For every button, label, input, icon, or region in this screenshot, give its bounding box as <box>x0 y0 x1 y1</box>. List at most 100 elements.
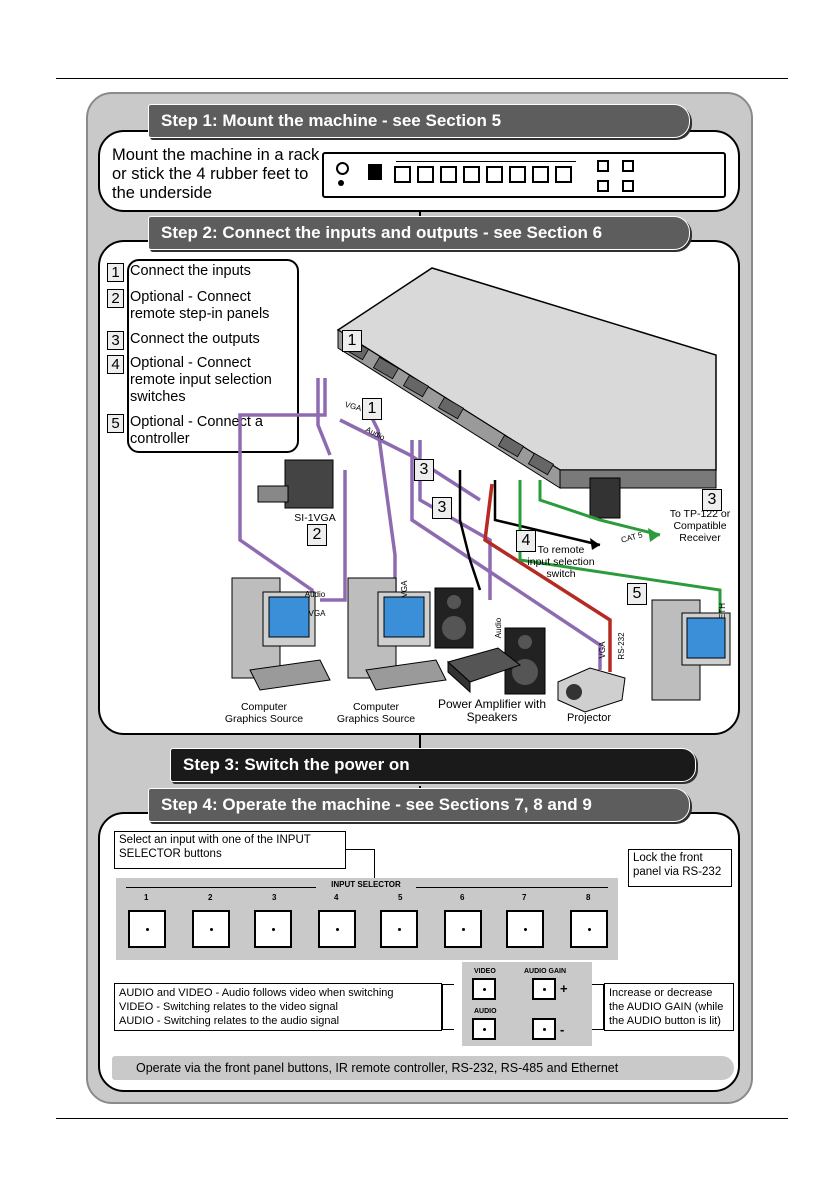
front-panel-illustration <box>322 152 726 198</box>
gain-up-button[interactable] <box>532 978 556 1000</box>
input-selector-panel: INPUT SELECTOR 1 2 3 4 5 6 7 8 <box>116 878 618 960</box>
speakers-amp <box>434 587 546 695</box>
input-selector-title: INPUT SELECTOR <box>316 880 416 889</box>
kramer-logo-icon <box>368 164 382 180</box>
audio-button[interactable] <box>472 1018 496 1040</box>
input-2-button[interactable] <box>192 910 230 948</box>
lock-panel-hint: Lock the front panel via RS-232 <box>628 849 732 887</box>
input-number: 2 <box>208 893 213 902</box>
callout-3: 3 <box>414 459 434 481</box>
input-3-button[interactable] <box>254 910 292 948</box>
input-number: 6 <box>460 893 465 902</box>
hint-leader <box>374 849 375 879</box>
audio-gain-explanation: Increase or decrease the AUDIO GAIN (whi… <box>604 983 734 1031</box>
bracket-left <box>442 984 454 1030</box>
mini-button <box>532 166 549 183</box>
bottom-rule <box>56 1118 788 1119</box>
si-1vga-label: SI-1VGA <box>294 512 336 524</box>
power-socket-icon <box>589 477 621 519</box>
mini-button <box>440 166 457 183</box>
power-led-icon <box>338 180 344 186</box>
input-number: 1 <box>144 893 149 902</box>
vga-cable-label: VGA <box>598 641 607 659</box>
gain-down-button[interactable] <box>532 1018 556 1040</box>
plus-sign: + <box>560 981 568 996</box>
callout-4: 4 <box>516 530 536 552</box>
computer-3 <box>651 599 731 701</box>
rs232-cable-label: RS-232 <box>617 632 626 660</box>
audio-gain-label: AUDIO GAIN <box>524 968 566 975</box>
connector-line <box>419 735 421 755</box>
callout-1: 1 <box>362 398 382 420</box>
selector-line <box>396 161 576 162</box>
mini-button <box>555 166 572 183</box>
hint-leader <box>346 849 374 850</box>
remote-switch-label: To remote input selection switch <box>527 544 595 580</box>
input-number: 4 <box>334 893 339 902</box>
input-1-button[interactable] <box>128 910 166 948</box>
select-input-hint: Select an input with one of the INPUT SE… <box>114 831 346 869</box>
mini-button <box>509 166 526 183</box>
video-button[interactable] <box>472 978 496 1000</box>
av-gain-panel: VIDEO AUDIO GAIN + AUDIO - <box>462 962 592 1046</box>
input-number: 3 <box>272 893 277 902</box>
si-1vga-plate <box>284 459 334 509</box>
input-number: 8 <box>586 893 591 902</box>
callout-2: 2 <box>307 524 327 546</box>
bracket-right <box>592 984 604 1030</box>
source-1-label: Computer Graphics Source <box>224 701 304 725</box>
input-7-button[interactable] <box>506 910 544 948</box>
step4-banner: Step 4: Operate the machine - see Sectio… <box>148 788 690 822</box>
step1-banner: Step 1: Mount the machine - see Section … <box>148 104 690 138</box>
mini-button <box>463 166 480 183</box>
input-4-button[interactable] <box>318 910 356 948</box>
mini-button <box>597 180 609 192</box>
operate-methods-footer: Operate via the front panel buttons, IR … <box>112 1056 734 1080</box>
callout-3: 3 <box>432 497 452 519</box>
vga-cable-label: VGA <box>308 609 326 618</box>
vga-connector-icon <box>257 485 289 503</box>
audio-label: AUDIO <box>474 1008 497 1015</box>
video-label: VIDEO <box>474 968 496 975</box>
computer-2 <box>347 577 447 691</box>
audio-cable-label: Audio <box>494 617 503 639</box>
mini-button <box>394 166 411 183</box>
step2-banner: Step 2: Connect the inputs and outputs -… <box>148 216 690 250</box>
projector-label: Projector <box>566 712 612 724</box>
mini-button <box>622 160 634 172</box>
mini-button <box>417 166 434 183</box>
input-6-button[interactable] <box>444 910 482 948</box>
av-line: AUDIO and VIDEO - Audio follows video wh… <box>119 987 394 999</box>
mount-text: Mount the machine in a rack or stick the… <box>112 146 320 202</box>
av-line: VIDEO - Switching relates to the video s… <box>119 1001 338 1013</box>
audio-video-explanation: AUDIO and VIDEO - Audio follows video wh… <box>114 983 442 1031</box>
av-line: AUDIO - Switching relates to the audio s… <box>119 1015 340 1027</box>
eth-cable-label: ETH <box>718 603 727 619</box>
source-2-label: Computer Graphics Source <box>336 701 416 725</box>
mini-button <box>597 160 609 172</box>
tp-receiver-label: To TP-122 or Compatible Receiver <box>669 508 731 544</box>
input-number: 7 <box>522 893 527 902</box>
mini-button <box>622 180 634 192</box>
input-8-button[interactable] <box>570 910 608 948</box>
vga-cable-label: VGA <box>400 580 409 598</box>
computer-1 <box>231 577 331 691</box>
connect-list-box <box>127 259 299 453</box>
callout-3: 3 <box>702 489 722 511</box>
input-5-button[interactable] <box>380 910 418 948</box>
amp-label: Power Amplifier with Speakers <box>437 697 547 724</box>
step3-banner: Step 3: Switch the power on <box>170 748 696 782</box>
callout-1: 1 <box>342 330 362 352</box>
audio-cable-label: Audio <box>304 590 326 599</box>
top-rule <box>56 78 788 79</box>
projector <box>557 667 626 713</box>
input-number: 5 <box>398 893 403 902</box>
minus-sign: - <box>560 1022 565 1037</box>
mini-button <box>486 166 503 183</box>
